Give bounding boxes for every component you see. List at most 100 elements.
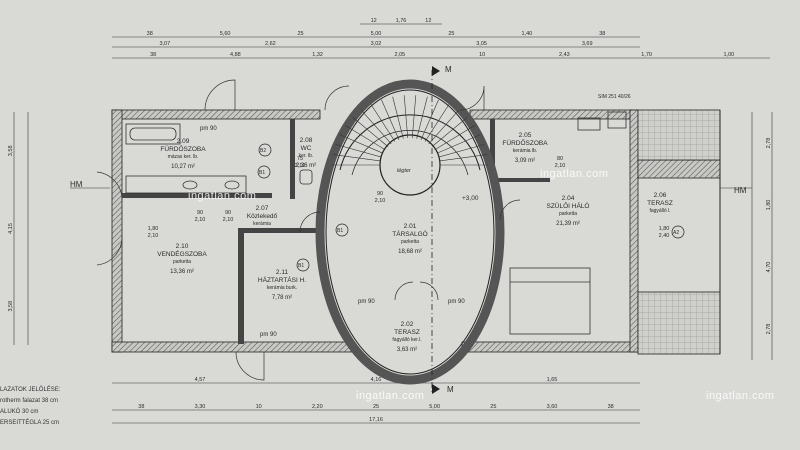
room-name: TÁRSALGÓ	[392, 229, 427, 238]
dim-bottom-2: 10	[256, 404, 262, 410]
room-name: HÁZTARTÁSI H.	[258, 275, 306, 284]
dim-top-2: 38	[147, 31, 153, 37]
stair-tread	[411, 95, 417, 139]
hm-label-right: HM	[734, 186, 747, 195]
legend-line-3: ERSEITTÉGLA 25 cm	[0, 420, 60, 426]
fixtures	[125, 111, 627, 335]
window-mark: 90	[225, 210, 231, 216]
window-mark: 90	[377, 191, 383, 197]
door-tag-1: B2	[260, 148, 266, 154]
stair-tread	[361, 110, 392, 145]
door-tag-2: B1	[337, 228, 343, 234]
dim-top-1: 1,76	[396, 18, 407, 24]
dim-top-4: 1,70	[641, 52, 652, 58]
room-finish: fagyálló ker.l.	[392, 337, 421, 343]
window-mark: 2,10	[375, 198, 386, 204]
room-number: 2.09	[177, 138, 190, 145]
door-swings	[96, 79, 521, 381]
room-name: TERASZ	[394, 329, 420, 336]
dim-left: 3,58	[8, 301, 14, 312]
watermark: ingatlan.com	[188, 190, 257, 202]
dim-right: 1,80	[766, 200, 772, 211]
stair-treads	[332, 95, 488, 166]
dim-top-1: 12	[425, 18, 431, 24]
legend-line-2: ALUKÓ 30 cm	[0, 409, 39, 415]
dim-top-3: 2,62	[265, 41, 276, 47]
walls	[111, 109, 721, 355]
section-arrow-top	[432, 66, 440, 76]
room-number: 2.06	[654, 192, 667, 199]
window-mark: 2,10	[223, 217, 234, 223]
stair-tread	[420, 99, 439, 140]
pm-label-right: pm 90	[448, 299, 465, 305]
section-label-bottom: M	[447, 385, 454, 394]
dim-top-2: 5,00	[371, 31, 382, 37]
room-name: TERASZ	[647, 200, 673, 207]
level-label: +3,00	[462, 195, 479, 202]
room-number: 2.01	[404, 223, 417, 230]
pm-label-left: pm 90	[358, 299, 375, 305]
watermark: ingatlan.com	[540, 168, 609, 180]
stair-tread	[434, 125, 475, 151]
dim-bottom-2: 3,60	[547, 404, 558, 410]
dim-top-4: 2,43	[559, 52, 570, 58]
dim-left: 4,15	[8, 223, 14, 234]
stair-tread	[424, 104, 450, 142]
dim-right: 2,78	[766, 324, 772, 335]
window-mark: 2,10	[555, 163, 566, 169]
dim-top-2: 25	[448, 31, 454, 37]
dim-top-2: 5,60	[220, 31, 231, 37]
door-tag-5: B1	[259, 170, 265, 176]
section-label-top: M	[445, 65, 452, 74]
room-number: 2.02	[401, 321, 414, 328]
dim-top-3: 3,05	[476, 41, 487, 47]
legend-title: LAZATOK JELÖLÉSE:	[0, 387, 61, 393]
dim-top-4: 1,00	[724, 52, 735, 58]
window-mark: 75	[297, 156, 303, 162]
dim-bottom-1: 1,65	[547, 377, 558, 383]
legend: LAZATOK JELÖLÉSE: rotherm falazat 38 cm …	[0, 385, 120, 429]
stair-tread	[439, 154, 488, 162]
room-number: 2.04	[562, 195, 575, 202]
window-mark: 2,10	[148, 233, 159, 239]
window-mark: 1,80	[659, 226, 670, 232]
room-finish: kerámia lb.	[513, 148, 537, 154]
window-mark: 90	[197, 210, 203, 216]
legend-line-1: rotherm falazat 38 cm	[0, 398, 59, 404]
dim-top-4: 2,05	[395, 52, 406, 58]
dim-top-3: 3,07	[159, 41, 170, 47]
room-area: 3,63 m²	[397, 347, 417, 353]
room-area: 2,36 m²	[296, 163, 316, 169]
watermark: ingatlan.com	[356, 390, 425, 402]
dim-top-3: 3,69	[582, 41, 593, 47]
room-finish: fagyálló l.	[649, 208, 670, 214]
dim-bottom-1: 4,16	[371, 377, 382, 383]
room-area: 3,09 m²	[515, 158, 535, 164]
drawing-code: SIM 251 40/26	[598, 94, 631, 100]
door-tags	[257, 143, 685, 272]
door-tag-3: B1	[298, 263, 304, 269]
dim-bottom-2: 25	[490, 404, 496, 410]
room-name: WC	[301, 145, 312, 152]
room-finish: mázas ker. lb.	[168, 154, 199, 160]
room-finish: kerámia	[253, 221, 271, 227]
room-area: 18,68 m²	[398, 249, 422, 255]
stair-tread	[416, 96, 428, 139]
stair-tread	[332, 154, 381, 162]
room-finish: ker. lb.	[299, 153, 314, 159]
stair-tread	[438, 144, 485, 158]
room-finish: kerámia burk.	[267, 285, 297, 291]
room-name: Közlekedő	[247, 213, 278, 220]
room-finish: parketta	[173, 259, 191, 265]
stair-tread	[392, 96, 404, 139]
dim-top-4: 38	[150, 52, 156, 58]
room-area: 7,78 m²	[272, 295, 292, 301]
dimension-lines	[13, 23, 773, 424]
room-number: 2.05	[519, 132, 532, 139]
stair-tread	[345, 125, 386, 151]
dim-bottom-2: 38	[608, 404, 614, 410]
stair-tread	[428, 110, 459, 145]
dim-top-1: 12	[371, 18, 377, 24]
stair-tread	[352, 117, 389, 147]
